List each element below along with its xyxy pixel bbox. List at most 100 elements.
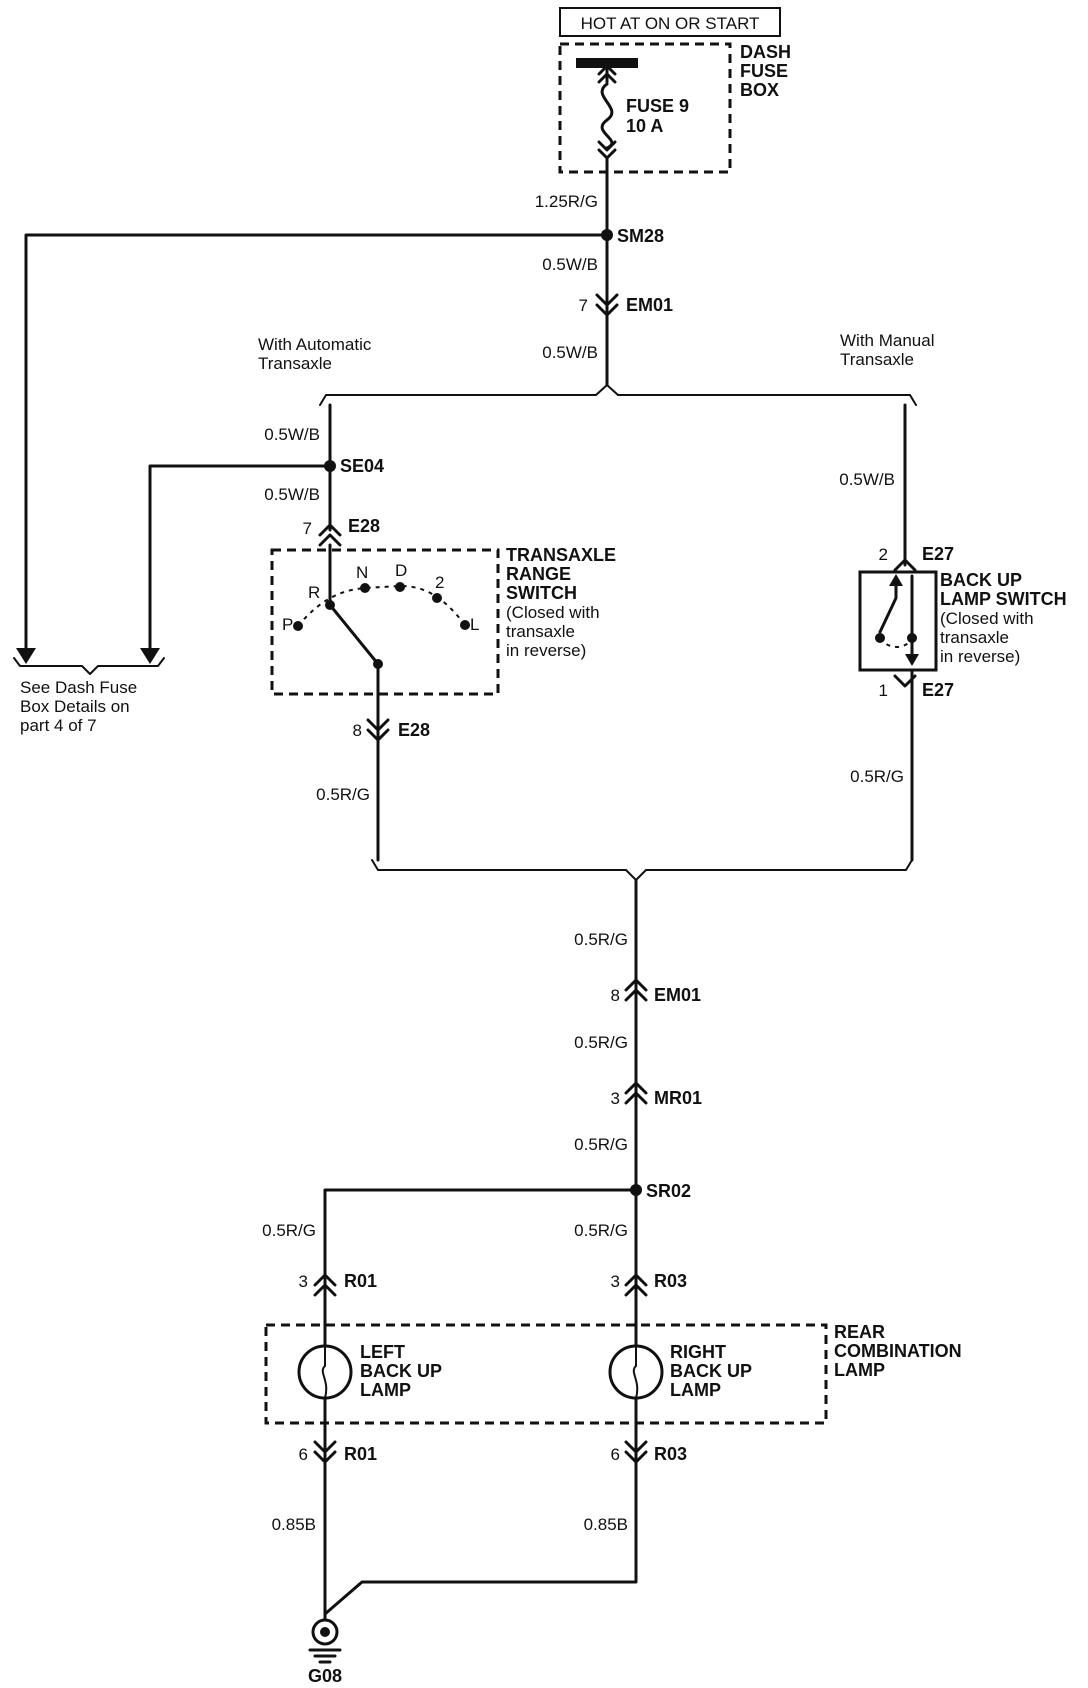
wire-label-085b-b: 0.85B: [584, 1515, 628, 1534]
trs-note-3: in reverse): [506, 641, 586, 660]
bul-title-1: BACK UP: [940, 570, 1022, 590]
connector-e27-top-label: E27: [922, 544, 954, 564]
pin-2-e27: 2: [879, 545, 888, 564]
wire-label-05rg-b: 0.5R/G: [850, 767, 904, 786]
hot-label-box: [559, 7, 781, 37]
bul-title-2: LAMP SWITCH: [940, 589, 1067, 609]
connector-mr01: [624, 1081, 648, 1105]
rear-combo-label-3: LAMP: [834, 1360, 885, 1380]
pin-6-r03: 6: [611, 1445, 620, 1464]
trs-gear-arc: [297, 584, 466, 627]
option-brace-bottom: [371, 859, 913, 881]
wire-label-05rg-g: 0.5R/G: [574, 1221, 628, 1240]
gear-label-d: D: [395, 561, 407, 580]
connector-r01-top: [313, 1273, 337, 1297]
fuse-9-symbol: [597, 64, 617, 174]
backup-lamp-switch-box: [858, 570, 938, 672]
wire-label-085b-a: 0.85B: [272, 1515, 316, 1534]
left-lamp-filament: [321, 1345, 328, 1399]
gear-contact-n: [360, 583, 370, 593]
gear-label-r: R: [308, 583, 320, 602]
trs-title-2: RANGE: [506, 564, 571, 584]
wire-label-05rg-d: 0.5R/G: [574, 1033, 628, 1052]
connector-r01-bottom-label: R01: [344, 1444, 377, 1464]
gear-contact-2: [432, 593, 442, 603]
auto-trans-label-2: Transaxle: [258, 354, 332, 373]
rear-combo-label-2: COMBINATION: [834, 1341, 962, 1361]
connector-r03-bottom-label: R03: [654, 1444, 687, 1464]
gear-label-n: N: [356, 563, 368, 582]
connector-r03-top: [624, 1273, 648, 1297]
wire-right-to-ground: [323, 1460, 638, 1616]
pin-8-em01: 8: [611, 986, 620, 1005]
connector-e28-bottom-label: E28: [398, 720, 430, 740]
pin-7-e28: 7: [303, 519, 312, 538]
connector-e28-top-label: E28: [348, 516, 380, 536]
dash-fuse-box-label-3: BOX: [740, 80, 779, 100]
right-lamp-label-3: LAMP: [670, 1380, 721, 1400]
right-lamp-label-2: BACK UP: [670, 1361, 752, 1381]
see-dash-note-1: See Dash Fuse: [20, 678, 137, 697]
bul-switch-arm: [878, 576, 898, 634]
dash-fuse-box-outline: [558, 42, 732, 174]
wire-label-05wb-d: 0.5W/B: [264, 485, 320, 504]
trs-title-3: SWITCH: [506, 583, 577, 603]
wire-sm28-to-dash-fuse: [24, 233, 609, 652]
auto-trans-label-1: With Automatic: [258, 335, 372, 354]
wire-label-05wb-b: 0.5W/B: [542, 343, 598, 362]
pin-3-r03: 3: [611, 1272, 620, 1291]
wire-label-05rg-a: 0.5R/G: [316, 785, 370, 804]
wire-label-05rg-f: 0.5R/G: [262, 1221, 316, 1240]
wire-label-05wb-c: 0.5W/B: [264, 425, 320, 444]
trs-note-2: transaxle: [506, 622, 575, 641]
ground-g08-center: [320, 1627, 330, 1637]
bus-bar: [576, 58, 638, 68]
connector-r03-top-label: R03: [654, 1271, 687, 1291]
pin-8-e28: 8: [353, 721, 362, 740]
connector-em01-top-label: EM01: [626, 295, 673, 315]
splice-sm28-label: SM28: [617, 226, 664, 246]
gear-contact-l: [460, 620, 470, 630]
gear-label-2: 2: [435, 573, 444, 592]
dash-fuse-box-label-1: DASH: [740, 42, 791, 62]
bul-switch-arrow: [889, 574, 903, 586]
connector-em01-mid: [624, 978, 648, 1002]
gear-label-p: P: [282, 615, 293, 634]
option-brace-top: [319, 384, 917, 406]
fuse-9-label-2: 10 A: [626, 116, 663, 136]
ground-g08-label: G08: [308, 1666, 342, 1686]
hot-label: HOT AT ON OR START: [581, 14, 760, 33]
transaxle-range-switch-box: [270, 548, 500, 696]
wire-label-05wb-e: 0.5W/B: [839, 470, 895, 489]
wire-label-05rg-c: 0.5R/G: [574, 930, 628, 949]
trs-note-1: (Closed with: [506, 603, 600, 622]
left-lamp-label-2: BACK UP: [360, 1361, 442, 1381]
left-lamp-label-3: LAMP: [360, 1380, 411, 1400]
connector-e28-bottom: [366, 718, 390, 742]
arrow-left-2: [140, 648, 160, 664]
left-lamp-label-1: LEFT: [360, 1342, 405, 1362]
connector-e28-top: [318, 523, 342, 547]
dash-fuse-box-label-2: FUSE: [740, 61, 788, 81]
bul-note-1: (Closed with: [940, 609, 1034, 628]
rear-combination-lamp-box: [264, 1323, 828, 1425]
see-dash-note-2: Box Details on: [20, 697, 130, 716]
connector-mr01-label: MR01: [654, 1088, 702, 1108]
arrow-left-1: [16, 648, 36, 664]
fuse-9-label-1: FUSE 9: [626, 96, 689, 116]
bul-closing-arc: [879, 637, 913, 648]
bul-note-3: in reverse): [940, 647, 1020, 666]
gear-contact-d: [395, 582, 405, 592]
rear-combo-label-1: REAR: [834, 1322, 885, 1342]
gear-contact-p: [293, 621, 303, 631]
gear-label-l: L: [470, 615, 479, 634]
connector-em01-top: [595, 293, 619, 317]
trs-title-1: TRANSAXLE: [506, 545, 616, 565]
pin-1-e27: 1: [879, 681, 888, 700]
pin-3-r01: 3: [299, 1272, 308, 1291]
trs-switch-arm: [328, 603, 380, 666]
connector-r01-top-label: R01: [344, 1271, 377, 1291]
pin-6-r01: 6: [299, 1445, 308, 1464]
right-lamp-label-1: RIGHT: [670, 1342, 726, 1362]
